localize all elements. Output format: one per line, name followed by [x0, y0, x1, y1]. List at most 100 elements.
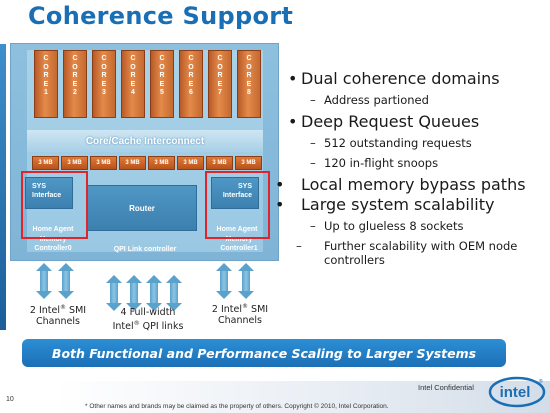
cache-slice-2: 3 MB: [61, 156, 88, 170]
intel-logo-text: intel: [500, 384, 531, 401]
sub-bullet-dash: –: [310, 156, 316, 170]
footer-bar: [0, 381, 550, 413]
smi-caption-right: 2 Intel® SMI Channels: [194, 301, 286, 326]
smi-caption-right-b: SMI: [248, 304, 269, 316]
smi-caption-left: 2 Intel® SMI Channels: [12, 302, 104, 327]
page-number: 10: [6, 396, 14, 403]
core-letter: E: [159, 80, 165, 88]
core-letter: R: [217, 72, 223, 79]
core-letter: R: [72, 72, 78, 79]
core-letter: 1: [44, 89, 48, 96]
bullet-dot: •: [275, 195, 285, 214]
intel-logo-mark: ®: [539, 378, 543, 385]
core-letter: O: [217, 63, 223, 71]
cache-slice-7: 3 MB: [206, 156, 233, 170]
core-letter: 8: [247, 89, 251, 96]
core-letter: O: [72, 63, 78, 71]
core-letter: 7: [218, 89, 222, 96]
core-letter: 4: [131, 89, 135, 96]
core-letter: R: [130, 72, 136, 79]
sub-bullet-dash: –: [296, 239, 302, 253]
qpi-caption-line1: 4 Full-width: [120, 307, 176, 318]
memory-controller-right-line1: Memory: [225, 236, 253, 243]
qpi-arrow-4: [166, 275, 182, 311]
core-letter: E: [130, 80, 136, 88]
core-letter: E: [246, 80, 252, 88]
cache-slice-8: 3 MB: [235, 156, 262, 170]
core-letter: 2: [73, 89, 77, 96]
core-letter: E: [188, 80, 194, 88]
core-letter: E: [72, 80, 78, 88]
smi-arrow-left-1: [36, 263, 52, 299]
router-block: Router: [87, 185, 197, 231]
core-letter: O: [159, 63, 165, 71]
sub-bullet-text: 512 outstanding requests: [324, 136, 472, 150]
sub-bullet-text: Up to glueless 8 sockets: [324, 219, 464, 233]
sys-interface-left: SYS Interface: [25, 177, 73, 209]
qpi-arrow-3: [146, 275, 162, 311]
core-letter: R: [188, 72, 194, 79]
bullet-dot: •: [275, 175, 285, 194]
memory-controller-right-line2: Controller1: [220, 245, 258, 252]
core-letter: C: [188, 55, 194, 62]
core-letter: 3: [102, 89, 106, 96]
cache-slice-3: 3 MB: [90, 156, 117, 170]
memory-controller-right-label: Memory Controller1: [209, 235, 269, 253]
sub-bullet-dash: –: [310, 93, 316, 107]
core-letter: O: [246, 63, 252, 71]
core-letter: C: [159, 55, 165, 62]
home-agent-right-label: Home Agent: [216, 226, 258, 233]
registered-mark: ®: [242, 303, 249, 310]
bullet-dot: •: [288, 112, 298, 131]
core-letter: 5: [160, 89, 164, 96]
qpi-caption: 4 Full-width Intel® QPI links: [96, 307, 200, 332]
sys-interface-left-line1: SYS: [32, 183, 47, 190]
disclaimer-text: * Other names and brands may be claimed …: [85, 403, 389, 410]
smi-caption-right-line2: Channels: [218, 315, 262, 327]
cache-slice-6: 3 MB: [177, 156, 204, 170]
registered-mark: ®: [133, 320, 140, 327]
sys-interface-left-line2: Interface: [32, 192, 62, 199]
core-letter: 6: [189, 89, 193, 96]
smi-caption-left-b: SMI: [66, 305, 87, 317]
core-letter: C: [101, 55, 107, 62]
core-letter: C: [72, 55, 78, 62]
smi-arrow-right-2: [238, 263, 254, 299]
bullet-text: Large system scalability: [301, 195, 495, 214]
smi-caption-right-a: 2 Intel: [211, 304, 243, 316]
sub-bullet-item: –Address partioned: [310, 93, 550, 107]
core-letter: R: [101, 72, 107, 79]
page-title: Coherence Support: [28, 2, 294, 30]
core-letter: R: [246, 72, 252, 79]
memory-controller-left-line2: Controller0: [34, 245, 72, 252]
bullet-text: Dual coherence domains: [301, 69, 500, 88]
bullet-dot: •: [288, 69, 298, 88]
core-letter: E: [43, 80, 49, 88]
highlight-frame-right: [205, 171, 270, 239]
qpi-caption-line2a: Intel: [112, 321, 134, 333]
bullet-item: •Deep Request Queues: [288, 113, 550, 131]
smi-arrow-right-1: [216, 263, 232, 299]
sub-bullet-dash: –: [310, 136, 316, 150]
core-letter: C: [217, 55, 223, 62]
qpi-arrow-2: [126, 275, 142, 311]
sub-bullet-item: – Further scalability with OEM node contr…: [296, 239, 550, 267]
sub-bullet-text: Further scalability with OEM node contro…: [324, 239, 518, 267]
core-letter: E: [217, 80, 223, 88]
summary-banner: Both Functional and Performance Scaling …: [22, 339, 506, 367]
bullet-item: • Large system scalability: [275, 195, 550, 214]
router-label: Router: [129, 204, 155, 213]
sub-bullet-dash: –: [310, 219, 316, 233]
confidential-label: Intel Confidential: [418, 383, 474, 392]
core-letter: O: [101, 63, 107, 71]
bullet-text: Local memory bypass paths: [301, 175, 526, 194]
highlight-frame-left: [21, 171, 88, 239]
core-letter: O: [43, 63, 49, 71]
core-letter: R: [43, 72, 49, 79]
